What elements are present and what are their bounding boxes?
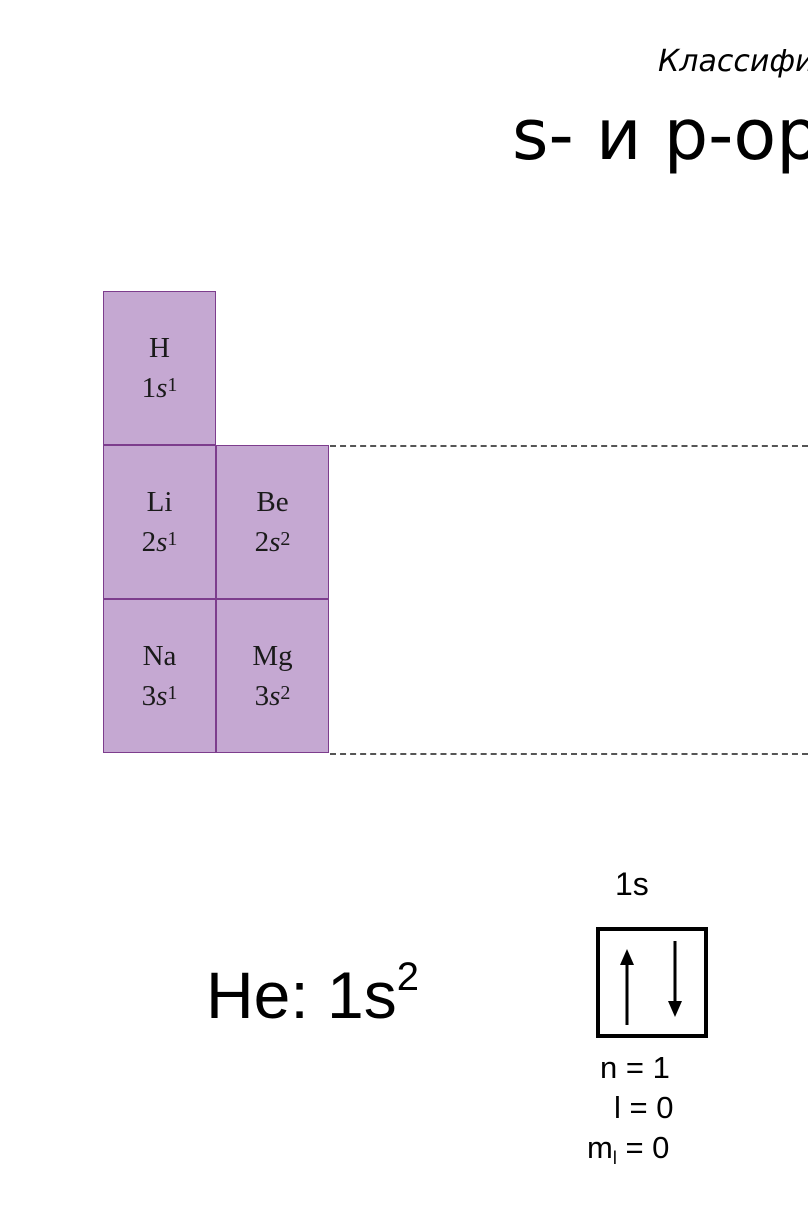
element-symbol: H — [149, 331, 170, 364]
orbital-box — [596, 927, 708, 1038]
element-cell-be: Be 2s2 — [216, 445, 329, 599]
quantum-number-l: l = 0 — [614, 1090, 674, 1125]
element-cell-na: Na 3s1 — [103, 599, 216, 753]
element-config: 2s1 — [141, 526, 178, 558]
element-config: 3s1 — [141, 680, 178, 712]
slide-title: s- и p-ор — [512, 94, 808, 176]
period-divider-bottom — [330, 753, 808, 755]
element-config: 2s2 — [254, 526, 291, 558]
element-symbol: Be — [256, 485, 289, 518]
down-arrow-icon — [668, 941, 682, 1017]
period-divider-top — [330, 445, 808, 447]
element-cell-li: Li 2s1 — [103, 445, 216, 599]
element-config: 3s2 — [254, 680, 291, 712]
element-symbol: Mg — [252, 639, 293, 672]
element-cell-h: H 1s1 — [103, 291, 216, 445]
element-cell-mg: Mg 3s2 — [216, 599, 329, 753]
quantum-number-n: n = 1 — [600, 1050, 670, 1085]
slide-subtitle: Классифи — [658, 44, 808, 79]
helium-configuration: He: 1s2 — [206, 955, 419, 1032]
element-symbol: Li — [146, 485, 173, 518]
up-arrow-icon — [620, 949, 634, 1025]
element-symbol: Na — [142, 639, 177, 672]
orbital-label: 1s — [615, 866, 649, 902]
element-config: 1s1 — [141, 372, 178, 404]
quantum-number-ml: ml = 0 — [587, 1130, 670, 1168]
